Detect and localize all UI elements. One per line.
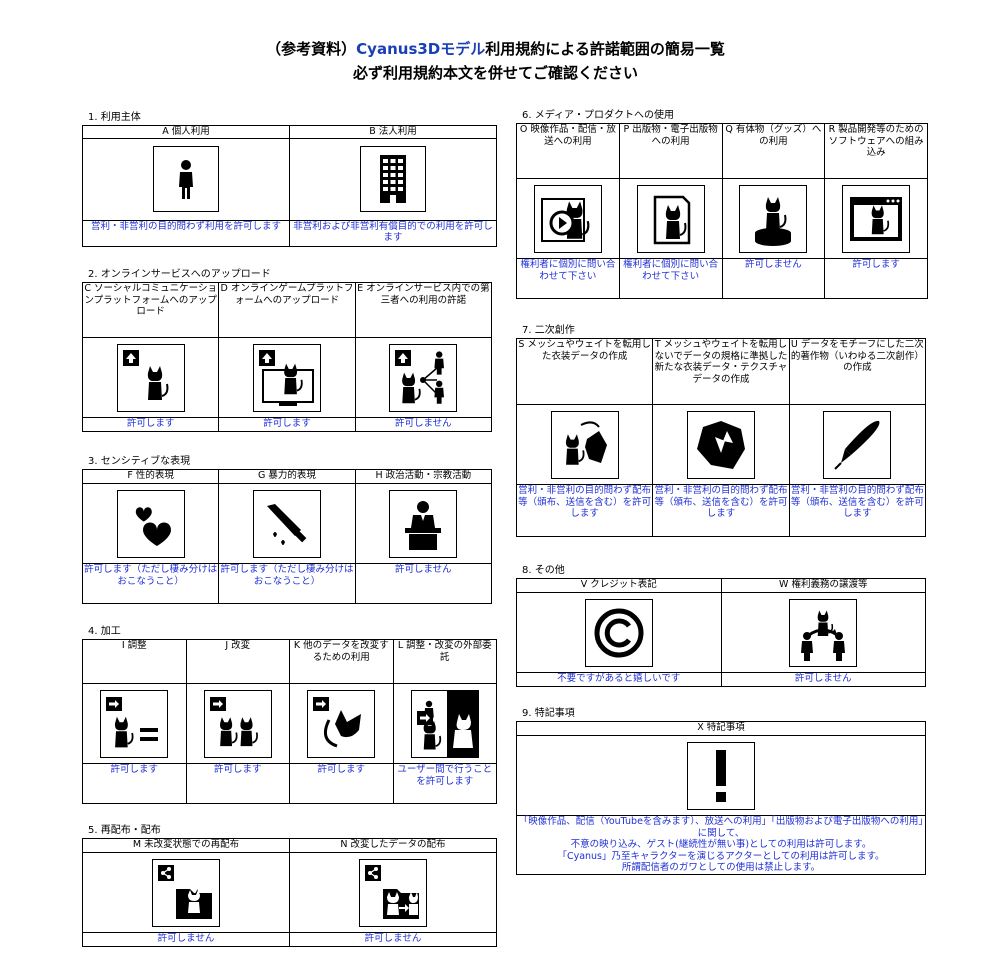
section-label: 8. その他 <box>522 565 565 576</box>
result-text: 許可しません <box>354 563 493 604</box>
column-header: D オンラインゲームプラットフォームへのアップロード <box>218 282 356 338</box>
modify-icon <box>203 689 272 758</box>
result-text: 営利・非営利の目的問わず利用を許可します <box>82 219 290 247</box>
result-text: 営利・非営利の目的問わず配布等（頒布、送信を含む）を許可します <box>515 484 654 537</box>
copyright-icon <box>584 598 653 667</box>
column-header: S メッシュやウェイトを転用した衣装データの作成 <box>515 338 654 405</box>
result-text: 不要ですがあると嬉しいです <box>516 672 722 687</box>
column-header: O 映像作品・配信・放送への利用 <box>516 123 620 179</box>
figure-icon <box>739 184 808 253</box>
person-icon <box>153 146 219 212</box>
brand-name: Cyanus3Dモデル <box>356 40 486 58</box>
section-label: 3. センシティブな表現 <box>88 456 191 467</box>
column-header: B 法人利用 <box>289 125 497 139</box>
page-subtitle: 必ず利用規約本文を併せてご確認ください <box>352 64 638 82</box>
ears-icon <box>307 689 376 758</box>
column-header: R 製品開発等のためのソフトウェアへの組み込み <box>824 123 928 179</box>
upload-monitor-icon <box>252 343 321 412</box>
section-special-notes: 9. 特記事項 X 特記事項 「映像作品、配信（YouTubeを含みます）、放送… <box>516 708 926 875</box>
result-text: 許可しません <box>721 258 826 299</box>
page-title: （参考資料）Cyanus3Dモデル利用規約による許諾範囲の簡易一覧 <box>266 40 725 58</box>
column-header: C ソーシャルコミュニケーションプラットフォームへのアップロード <box>81 282 220 338</box>
result-text: 許可しません <box>354 417 493 432</box>
result-text: 非営利および非営利有償目的での利用を許可します <box>289 219 497 247</box>
result-text: 許可します <box>824 258 928 299</box>
section-label: 2. オンラインサービスへのアップロード <box>88 269 271 280</box>
result-text: 営利・非営利の目的問わず配布等（頒布、送信を含む）を許可します <box>652 484 790 537</box>
result-text: 許可します <box>289 763 394 804</box>
pen-icon <box>823 410 892 479</box>
column-header: H 政治活動・宗教活動 <box>354 469 493 484</box>
column-header: N 改変したデータの配布 <box>289 838 497 853</box>
column-header: A 個人利用 <box>82 125 290 139</box>
section-label: 5. 再配布・配布 <box>88 825 161 836</box>
cat-cloth-icon <box>550 410 619 479</box>
software-window-icon <box>842 184 911 253</box>
section-sensitive: 3. センシティブな表現 F 性的表現 G 暴力的表現 H 政治活動・宗教活動 … <box>81 456 493 604</box>
column-header: K 他のデータを改変するための利用 <box>289 639 394 684</box>
column-header: F 性的表現 <box>81 469 220 484</box>
office-building-icon <box>360 146 426 212</box>
result-text: 権利者に個別に問い合わせて下さい <box>516 258 620 299</box>
result-text: 許可します <box>81 417 220 432</box>
section-derivative: 7. 二次創作 S メッシュやウェイトを転用した衣装データの作成 T メッシュや… <box>515 325 927 537</box>
column-header: V クレジット表記 <box>516 578 722 593</box>
section-label: 6. メディア・プロダクトへの使用 <box>522 110 675 121</box>
column-header: G 暴力的表現 <box>218 469 356 484</box>
column-header: W 権利義務の譲渡等 <box>720 578 926 593</box>
hearts-icon <box>116 489 185 558</box>
section-label: 1. 利用主体 <box>88 112 141 123</box>
result-text: 許可します <box>82 763 187 804</box>
column-header: M 未改変状態での再配布 <box>82 838 290 853</box>
share-folder-icon <box>152 858 220 927</box>
cloth-icon <box>686 410 755 479</box>
column-header: P 出版物・電子出版物への利用 <box>618 123 723 179</box>
share-modified-icon <box>359 858 427 927</box>
section-label: 4. 加工 <box>88 626 121 637</box>
result-text: 許可します <box>218 417 356 432</box>
column-header: X 特記事項 <box>516 721 926 736</box>
section-processing: 4. 加工 I 調整 J 改変 K 他のデータを改変するための利用 L 調整・改… <box>82 626 497 804</box>
column-header: Q 有体物（グッズ）への利用 <box>721 123 826 179</box>
result-text: 許可しません <box>82 932 290 947</box>
column-header: L 調整・改変の外部委託 <box>392 639 497 684</box>
column-header: I 調整 <box>82 639 187 684</box>
result-text: 許可します <box>185 763 290 804</box>
section-redistribution: 5. 再配布・配布 M 未改変状態での再配布 N 改変したデータの配布 許可しま… <box>82 825 497 947</box>
column-header: T メッシュやウェイトを転用しないでデータの規格に準拠した新たな衣装データ・テク… <box>652 338 790 405</box>
result-text: 許可しません <box>720 672 926 687</box>
knife-icon <box>252 489 321 558</box>
result-text: ユーザー間で行うことを許可します <box>392 763 497 804</box>
exclamation-icon <box>687 741 755 810</box>
section-online-upload: 2. オンラインサービスへのアップロード C ソーシャルコミュニケーションプラッ… <box>81 269 493 432</box>
special-notes-text: 「映像作品、配信（YouTubeを含みます）、放送への利用」「出版物および電子出… <box>516 815 926 875</box>
section-other: 8. その他 V クレジット表記 W 権利義務の譲渡等 不要ですがあると嬉しいで… <box>516 565 926 687</box>
section-label: 7. 二次創作 <box>522 325 575 336</box>
column-header: U データをモチーフにした二次的著作物（いわゆる二次創作）の作成 <box>788 338 927 405</box>
podium-icon <box>389 489 458 558</box>
outsource-icon <box>410 689 479 758</box>
result-text: 許可しません <box>289 932 497 947</box>
result-text: 営利・非営利の目的問わず配布等（頒布、送信を含む）を許可します <box>788 484 927 537</box>
column-header: J 改変 <box>185 639 290 684</box>
section-media-product: 6. メディア・プロダクトへの使用 O 映像作品・配信・放送への利用 P 出版物… <box>516 110 928 299</box>
result-text: 権利者に個別に問い合わせて下さい <box>618 258 723 299</box>
adjust-equal-icon <box>100 689 169 758</box>
upload-share-icon <box>389 343 458 412</box>
result-text: 許可します（ただし棲み分けはおこなうこと） <box>81 563 220 604</box>
upload-cat-icon <box>116 343 185 412</box>
publication-icon <box>636 184 705 253</box>
result-text: 許可します（ただし棲み分けはおこなうこと） <box>218 563 356 604</box>
section-usage-subject: 1. 利用主体 A 個人利用 B 法人利用 営利・非営利の目的問わず利用を許可し… <box>82 112 497 247</box>
transfer-icon <box>789 598 858 667</box>
section-label: 9. 特記事項 <box>522 708 575 719</box>
column-header: E オンラインサービス内での第三者への利用の許諾 <box>354 282 493 338</box>
video-icon <box>533 184 602 253</box>
